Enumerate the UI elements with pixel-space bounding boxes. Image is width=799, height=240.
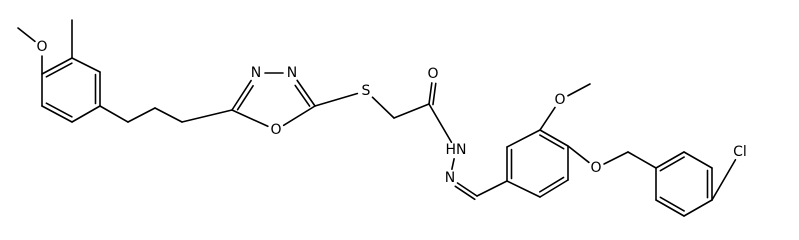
atom-label-n5: HN — [446, 142, 467, 158]
single-bond-B4-O5 — [567, 145, 590, 164]
double-bond-C11-O3 — [428, 82, 433, 105]
single-bond-C10-C11 — [393, 103, 430, 119]
single-bond-Me1-O1 — [17, 27, 36, 43]
double-bond-D5-D6 — [655, 199, 685, 217]
molecule-structure: O N N O S O HN N O O Cl — [17, 19, 747, 217]
atom-label-n3: N — [251, 65, 261, 81]
single-bond-D4-D5 — [683, 199, 713, 217]
single-bond-A4-A5 — [71, 105, 101, 123]
single-bond-P3-X1 — [181, 109, 233, 123]
double-bond-X1-N3-inner — [236, 84, 254, 111]
double-bond-B5-B6-inner — [538, 176, 565, 193]
atom-label-o3: O — [427, 66, 438, 82]
single-bond-B6-B1 — [506, 180, 541, 198]
bond-layer — [17, 19, 737, 217]
double-bond-N4-X2-inner — [294, 84, 311, 107]
double-bond-D1-D2-inner — [659, 156, 685, 172]
double-bond-D5-D6-inner — [659, 196, 685, 212]
single-bond-O5-C13 — [603, 151, 629, 165]
single-bond-D2-D3 — [683, 151, 713, 169]
atom-label-n4: N — [287, 65, 297, 81]
atom-label-o2: O — [270, 122, 281, 138]
atom-label-layer: O N N O S O HN N O O Cl — [36, 39, 746, 186]
single-bond-C11-N5 — [428, 103, 453, 144]
double-bond-C11-O3-second — [432, 82, 437, 106]
single-bond-O2-X1 — [231, 109, 269, 128]
double-bond-D1-D2 — [655, 151, 685, 169]
double-bond-B5-B6 — [539, 179, 569, 198]
single-bond-X2-O2 — [282, 105, 316, 127]
single-bond-A2-A3 — [71, 57, 101, 73]
atom-label-s1: S — [362, 83, 371, 99]
double-bond-A5-A6 — [41, 105, 73, 123]
single-bond-P2-P3 — [154, 107, 183, 123]
single-bond-B3-O4 — [539, 106, 556, 131]
single-bond-C12-B1 — [476, 180, 508, 197]
double-bond-A5-A6-inner — [45, 102, 73, 118]
double-bond-N6-C12-second — [454, 185, 476, 201]
single-bond-X2-S1 — [314, 92, 359, 107]
single-bond-S1-C10 — [371, 96, 395, 119]
atom-label-o1: O — [36, 39, 47, 55]
single-bond-P1-P2 — [127, 107, 156, 123]
single-bond-B2-B3 — [506, 129, 541, 148]
atom-label-n6: N — [445, 170, 455, 186]
double-bond-X1-N3 — [231, 79, 252, 111]
atom-label-cl: Cl — [733, 144, 747, 160]
single-bond-C13-D1 — [627, 151, 657, 169]
double-bond-N4-X2 — [296, 79, 316, 107]
atom-label-o5: O — [590, 160, 601, 176]
double-bond-A1-A2 — [41, 57, 73, 75]
single-bond-D4-Cl — [711, 158, 737, 201]
single-bond-O4-Me3 — [567, 83, 591, 97]
atom-label-o4: O — [554, 92, 565, 108]
double-bond-B3-B4-inner — [539, 134, 565, 150]
double-bond-A1-A2-inner — [45, 62, 73, 78]
single-bond-A4-P1 — [99, 105, 129, 123]
double-bond-B3-B4 — [539, 129, 569, 147]
double-bond-N6-C12 — [456, 182, 478, 197]
single-bond-N5-N6 — [451, 158, 455, 170]
